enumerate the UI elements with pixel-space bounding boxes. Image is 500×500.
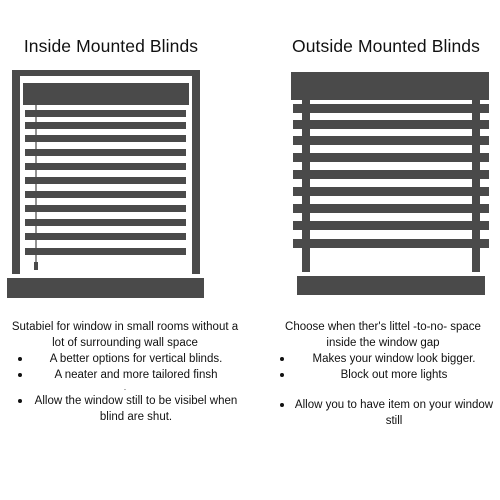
outside-benefit-item: Makes your window look bigger.: [272, 351, 494, 367]
outside-headrail: [291, 72, 489, 100]
inside-window-frame-right: [192, 70, 200, 274]
inside-benefit-item: A neater and more tailored finsh: [10, 367, 240, 383]
inside-slat: [25, 191, 186, 198]
outside-slat: [293, 239, 489, 248]
inside-slat: [25, 122, 186, 129]
inside-slats: [25, 110, 186, 255]
outside-mounted-title: Outside Mounted Blinds: [291, 36, 480, 56]
outside-slats: [293, 104, 489, 248]
inside-benefit-item: A better options for vertical blinds.: [10, 351, 240, 367]
inside-mounted-blind-illustration: [7, 70, 204, 298]
inside-headrail: [23, 83, 189, 105]
inside-slat: [25, 248, 186, 255]
inside-benefits-list: A better options for vertical blinds. A …: [10, 351, 240, 425]
outside-benefit-item: Block out more lights: [272, 367, 494, 383]
outside-window-frame-right: [472, 98, 480, 272]
outside-slat: [293, 187, 489, 196]
inside-slat: [25, 219, 186, 226]
outside-benefit-item: Allow you to have item on your window st…: [272, 397, 494, 429]
inside-slat: [25, 233, 186, 240]
inside-window-frame-left: [12, 70, 20, 274]
outside-slat: [293, 204, 489, 213]
inside-slat: [25, 163, 186, 170]
inside-mounted-title: Inside Mounted Blinds: [23, 36, 199, 56]
outside-mounted-description: Choose when ther's littel -to-no- space …: [272, 319, 494, 429]
inside-slat: [25, 149, 186, 156]
outside-intro-text: Choose when ther's littel -to-no- space …: [285, 321, 481, 349]
outside-slat: [293, 153, 489, 162]
outside-slat: [293, 170, 489, 179]
outside-slat: [293, 136, 489, 145]
outside-slat: [293, 221, 489, 230]
inside-intro-text: Sutabiel for window in small rooms witho…: [11, 321, 239, 349]
inside-mounted-description: Sutabiel for window in small rooms witho…: [10, 319, 240, 425]
outside-mounted-blind-illustration: [291, 72, 489, 295]
outside-slat: [293, 120, 489, 129]
outside-window-frame-left: [302, 98, 310, 272]
inside-slat: [25, 135, 186, 142]
inside-slat: [25, 177, 186, 184]
inside-benefit-item: Allow the window still to be visibel whe…: [10, 393, 240, 425]
inside-cord-tassel: [34, 262, 38, 270]
inside-window-frame-top: [12, 70, 200, 76]
outside-slat: [293, 104, 489, 113]
inside-slat: [25, 110, 186, 117]
outside-window-sill: [297, 276, 485, 295]
inside-slat: [25, 205, 186, 212]
outside-benefits-list: Makes your window look bigger. Block out…: [272, 351, 494, 429]
stray-mark: .: [123, 383, 127, 392]
inside-window-sill: [7, 278, 204, 298]
